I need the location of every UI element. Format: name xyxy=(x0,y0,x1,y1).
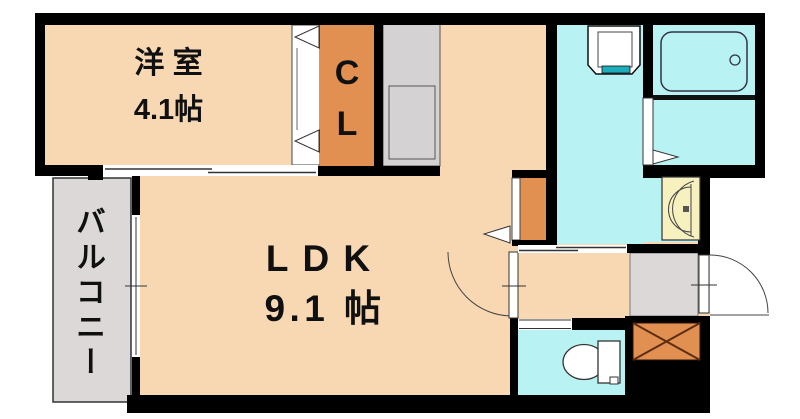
toilet-icon xyxy=(562,340,621,385)
balcony-area xyxy=(52,177,132,403)
wall-segment xyxy=(35,13,45,176)
wall-segment xyxy=(512,170,557,178)
wall-segment xyxy=(643,165,765,178)
wall-segment xyxy=(88,165,103,180)
closet-area xyxy=(320,25,374,166)
washroom-sliding-door xyxy=(518,245,627,253)
toilet-door xyxy=(518,319,572,330)
wall-segment xyxy=(755,13,765,178)
wall-segment xyxy=(546,25,557,245)
wall-segment xyxy=(132,357,140,395)
front-door-leaf xyxy=(698,254,710,314)
faucet-icon xyxy=(683,206,689,212)
door-swing-triangle-icon xyxy=(293,25,320,49)
hall-storage-area xyxy=(520,178,548,240)
bathtub-deck-edge xyxy=(653,95,755,100)
wall-segment xyxy=(643,25,653,98)
door-swing-triangle-icon xyxy=(293,129,320,153)
wall-segment xyxy=(318,166,440,176)
shoe-cabinet-icon xyxy=(632,322,701,361)
kitchen-sink-icon xyxy=(388,85,436,160)
hall-storage-door xyxy=(511,177,521,241)
wall-segment xyxy=(510,318,518,400)
bathtub-icon xyxy=(660,31,748,92)
entrance-genkan-floor xyxy=(629,252,699,317)
ldk-door-leaf xyxy=(508,251,519,319)
washing-machine-icon xyxy=(587,25,641,75)
washbasin-icon xyxy=(661,176,701,241)
wall-segment xyxy=(132,175,140,215)
wall-segment xyxy=(512,240,557,246)
wall-segment xyxy=(35,165,103,176)
door-swing-triangle-icon xyxy=(652,149,680,165)
bathroom-door xyxy=(642,97,654,166)
sliding-door xyxy=(103,165,318,176)
door-swing-arc xyxy=(709,254,769,314)
wall-segment xyxy=(627,244,710,253)
door-swing-triangle-icon xyxy=(482,225,511,244)
wall-segment xyxy=(127,395,710,413)
wall-segment xyxy=(374,25,383,166)
wall-segment xyxy=(698,178,710,255)
door-swing-arc xyxy=(447,251,513,317)
wall-segment xyxy=(572,318,627,330)
wall-segment xyxy=(35,13,765,25)
